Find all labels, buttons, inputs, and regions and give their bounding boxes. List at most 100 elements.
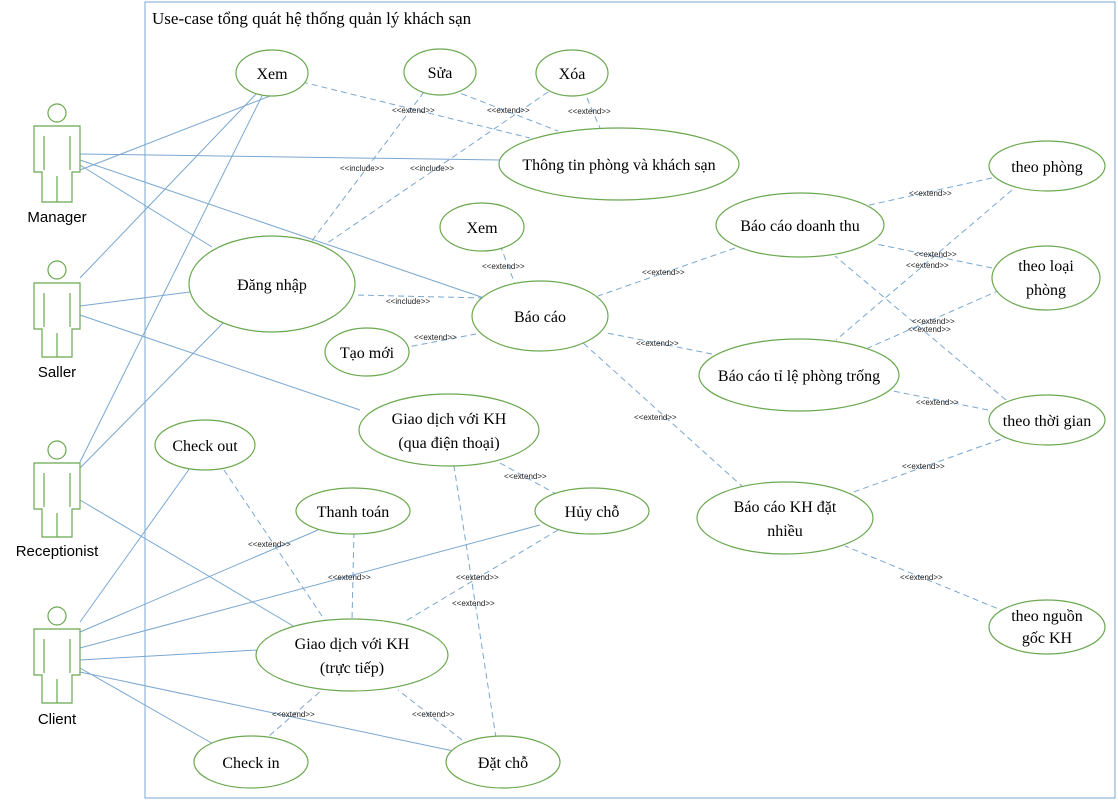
- dep-thoi-gian-kh: [847, 435, 1011, 495]
- stereo-label: <<extend>>: [636, 339, 679, 348]
- assoc-saller-dang-nhap: [79, 291, 191, 307]
- use-case-theo-loai-phong[interactable]: theo loại phòng: [991, 245, 1101, 311]
- use-case-gd-dien-thoai[interactable]: Giao dịch với KH (qua điện thoại): [358, 393, 540, 467]
- use-case-check-out[interactable]: Check out: [154, 419, 256, 471]
- actor-receptionist[interactable]: Receptionist: [16, 440, 99, 560]
- assoc-receptionist-xem: [79, 95, 263, 463]
- assoc-manager-bao-cao: [79, 159, 485, 299]
- use-case-label: Check out: [172, 438, 238, 455]
- stereo-label: <<extend>>: [912, 317, 955, 326]
- dep-theo-phong-doanh-thu: [864, 177, 993, 207]
- actor-saller[interactable]: Saller: [33, 260, 81, 381]
- use-case-label: Tạo mới: [340, 345, 395, 362]
- actor-manager[interactable]: Manager: [27, 103, 87, 226]
- use-case-label: Xem: [466, 220, 498, 237]
- assoc-receptionist-dang-nhap: [79, 317, 229, 469]
- dependency-lines: [223, 81, 1013, 743]
- dep-dang-nhap-sua: [307, 91, 425, 247]
- use-case-bc-ti-le-phong-trong[interactable]: Báo cáo tỉ lệ phòng trống: [698, 338, 900, 412]
- dep-nguon-goc-kh: [844, 545, 1007, 613]
- assoc-receptionist-gd-tt: [79, 499, 301, 631]
- use-case-label: theo loại: [1018, 258, 1074, 275]
- use-case-label: Báo cáo doanh thu: [740, 218, 860, 235]
- stereo-label: <<extend>>: [392, 106, 435, 115]
- use-case-huy-cho[interactable]: Hủy chỗ: [534, 487, 650, 535]
- dep-doanh-thu-bao-cao: [597, 247, 736, 297]
- actor-label: Client: [38, 711, 77, 728]
- use-case-label: Đặt chỗ: [478, 755, 528, 772]
- use-case-label: Báo cáo KH đặt: [734, 499, 837, 516]
- actor-head: [47, 103, 67, 123]
- stereo-label: <<extend>>: [412, 710, 455, 719]
- actor-body: [33, 282, 81, 358]
- stereo-label: <<extend>>: [414, 333, 457, 342]
- use-case-label: Báo cáo tỉ lệ phòng trống: [718, 368, 880, 385]
- stereo-label: <<extend>>: [248, 540, 291, 549]
- use-case-label: Đăng nhập: [237, 277, 307, 294]
- actor-body: [33, 125, 81, 203]
- use-case-label: Sửa: [428, 65, 453, 82]
- use-case-label: Giao dịch với KH: [392, 411, 507, 428]
- use-case-gd-truc-tiep[interactable]: Giao dịch với KH (trực tiếp): [255, 618, 449, 692]
- dep-loai-phong-ti-le: [867, 289, 1001, 349]
- stereo-label: <<extend>>: [634, 413, 677, 422]
- diagram-title: Use-case tổng quát hệ thống quản lý khác…: [152, 9, 472, 28]
- dep-thanh-toan-gd-tt: [351, 531, 355, 621]
- use-case-tao-moi[interactable]: Tạo mới: [324, 327, 410, 377]
- stereo-label: <<extend>>: [902, 462, 945, 471]
- actor-label: Receptionist: [16, 543, 99, 560]
- stereo-label: <<extend>>: [568, 107, 611, 116]
- assoc-client-check-out: [79, 467, 191, 623]
- use-case-theo-thoi-gian[interactable]: theo thời gian: [988, 394, 1106, 446]
- dep-thoi-gian-doanh-thu: [834, 255, 1007, 401]
- actor-head: [47, 606, 67, 626]
- use-case-dang-nhap[interactable]: Đăng nhập: [188, 235, 356, 333]
- use-case-label: theo nguồn: [1011, 608, 1083, 625]
- assoc-client-thanh-toan: [79, 529, 319, 633]
- actor-client[interactable]: Client: [33, 606, 81, 728]
- stereo-label: <<extend>>: [909, 189, 952, 198]
- actor-label: Saller: [38, 364, 76, 381]
- stereo-label: <<extend>>: [642, 268, 685, 277]
- dep-xem-thong-tin: [301, 81, 531, 139]
- stereo-label: <<extend>>: [906, 261, 949, 270]
- stereo-label: <<extend>>: [482, 262, 525, 271]
- use-case-bc-doanh-thu[interactable]: Báo cáo doanh thu: [715, 192, 885, 258]
- assoc-saller-xem: [79, 91, 259, 279]
- assoc-saller-gd-dt: [79, 314, 361, 411]
- dep-gd-dt-huy-cho: [499, 462, 557, 495]
- use-case-bao-cao[interactable]: Báo cáo: [471, 280, 609, 352]
- use-case-theo-nguon-goc-kh[interactable]: theo nguồn gốc KH: [988, 599, 1106, 655]
- assoc-manager-thong-tin: [79, 153, 501, 161]
- use-case-check-in[interactable]: Check in: [193, 735, 309, 789]
- use-case-theo-phong[interactable]: theo phòng: [988, 140, 1106, 192]
- actor-head: [47, 260, 67, 280]
- use-case-sua[interactable]: Sửa: [403, 48, 477, 96]
- use-case-xoa[interactable]: Xóa: [535, 49, 609, 97]
- assoc-manager-xem: [79, 95, 271, 171]
- use-case-label: theo phòng: [1011, 159, 1083, 176]
- dep-check-out-gd-tt: [223, 469, 329, 626]
- use-case-xem-bao-cao[interactable]: Xem: [439, 202, 525, 252]
- use-case-label: phòng: [1026, 282, 1066, 299]
- use-case-label: nhiều: [767, 523, 803, 540]
- use-case-label: gốc KH: [1022, 630, 1073, 647]
- dep-dat-cho-gd-dt: [453, 465, 497, 739]
- use-case-label: Thanh toán: [317, 504, 389, 521]
- stereo-label: <<extend>>: [272, 710, 315, 719]
- dep-thoi-gian-ti-le: [887, 389, 989, 411]
- use-case-label: Xem: [256, 66, 288, 83]
- dep-bao-cao-dang-nhap: [355, 294, 485, 299]
- use-case-bc-kh-dat-nhieu[interactable]: Báo cáo KH đặt nhiều: [696, 481, 874, 555]
- stereo-label: <<extend>>: [487, 106, 530, 115]
- use-case-thong-tin-phong[interactable]: Thông tin phòng và khách sạn: [498, 127, 740, 201]
- use-case-label: Check in: [222, 755, 279, 772]
- actor-body: [33, 462, 81, 538]
- use-case-thanh-toan[interactable]: Thanh toán: [295, 487, 411, 535]
- assoc-client-dat-cho: [79, 671, 459, 753]
- stereotype-labels: <<extend>> <<extend>> <<extend>> <<inclu…: [248, 106, 959, 719]
- use-case-xem-top[interactable]: Xem: [235, 49, 309, 97]
- use-case-dat-cho[interactable]: Đặt chỗ: [445, 735, 561, 789]
- stereo-label: <<extend>>: [916, 398, 959, 407]
